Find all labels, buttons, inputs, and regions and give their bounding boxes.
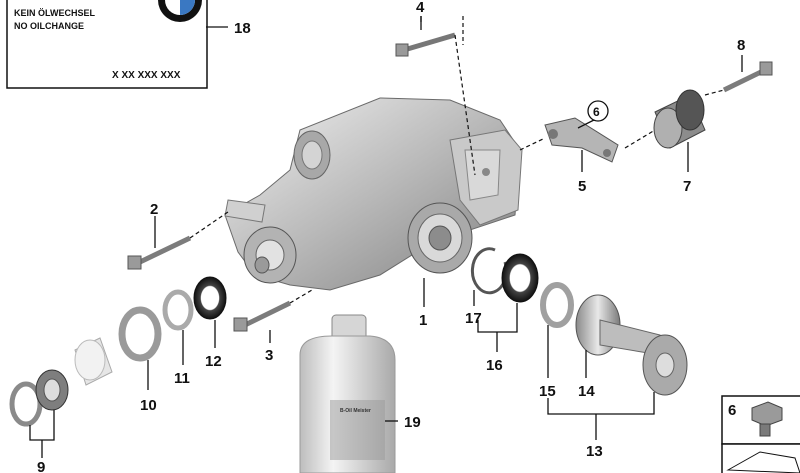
- callout-6-circle-text: 6: [593, 105, 600, 119]
- label-line-1: KEIN ÖLWECHSEL: [14, 8, 96, 18]
- callout-3: 3: [265, 347, 273, 364]
- callout-numbers: 18 4 8 6 5 7 2 3 1 17 16 15 14 13 19 10 …: [37, 0, 745, 473]
- flange-14: [575, 294, 688, 396]
- bottle-label-text: B-Oil Meister: [340, 408, 371, 414]
- seal-12: [193, 276, 227, 320]
- callout-2: 2: [150, 201, 158, 218]
- bmw-roundel-icon: [158, 0, 202, 22]
- callout-15: 15: [539, 383, 556, 400]
- callout-19: 19: [404, 414, 421, 431]
- label-sticker: KEIN ÖLWECHSEL NO OILCHANGE X XX XXX XXX: [6, 0, 208, 89]
- seal-16: [501, 253, 539, 303]
- rubber-mount-7: [653, 89, 706, 149]
- bolt-2: [127, 235, 192, 270]
- callout-17: 17: [465, 310, 482, 327]
- bolt-4: [395, 32, 456, 57]
- callout-4: 4: [416, 0, 425, 16]
- part-box-6: [721, 395, 800, 473]
- differential-housing: [224, 97, 523, 291]
- label-part-code: X XX XXX XXX: [112, 70, 181, 81]
- callout-18: 18: [234, 20, 251, 37]
- callout-5: 5: [578, 178, 586, 195]
- callout-13: 13: [586, 443, 603, 460]
- sleeve-part: [74, 337, 113, 386]
- callout-1: 1: [419, 312, 427, 329]
- callout-9: 9: [37, 459, 45, 473]
- oil-bottle-19: B-Oil Meister: [299, 314, 396, 473]
- shim-11: [162, 289, 194, 331]
- callout-6-box: 6: [728, 402, 736, 419]
- washer-9: [9, 369, 69, 427]
- callout-7: 7: [683, 178, 691, 195]
- bracket-5: [544, 117, 619, 163]
- callout-6-circle: 6: [587, 100, 609, 122]
- circlip-17: [470, 247, 508, 295]
- callout-16: 16: [486, 357, 503, 374]
- callout-12: 12: [205, 353, 222, 370]
- callout-10: 10: [140, 397, 157, 414]
- shim-10: [118, 306, 162, 362]
- label-line-2: NO OILCHANGE: [14, 21, 84, 31]
- callout-8: 8: [737, 37, 745, 54]
- ring-15: [540, 282, 574, 328]
- bolt-3: [233, 300, 292, 332]
- callout-14: 14: [578, 383, 595, 400]
- bolt-8: [722, 61, 773, 93]
- callout-11: 11: [174, 370, 190, 387]
